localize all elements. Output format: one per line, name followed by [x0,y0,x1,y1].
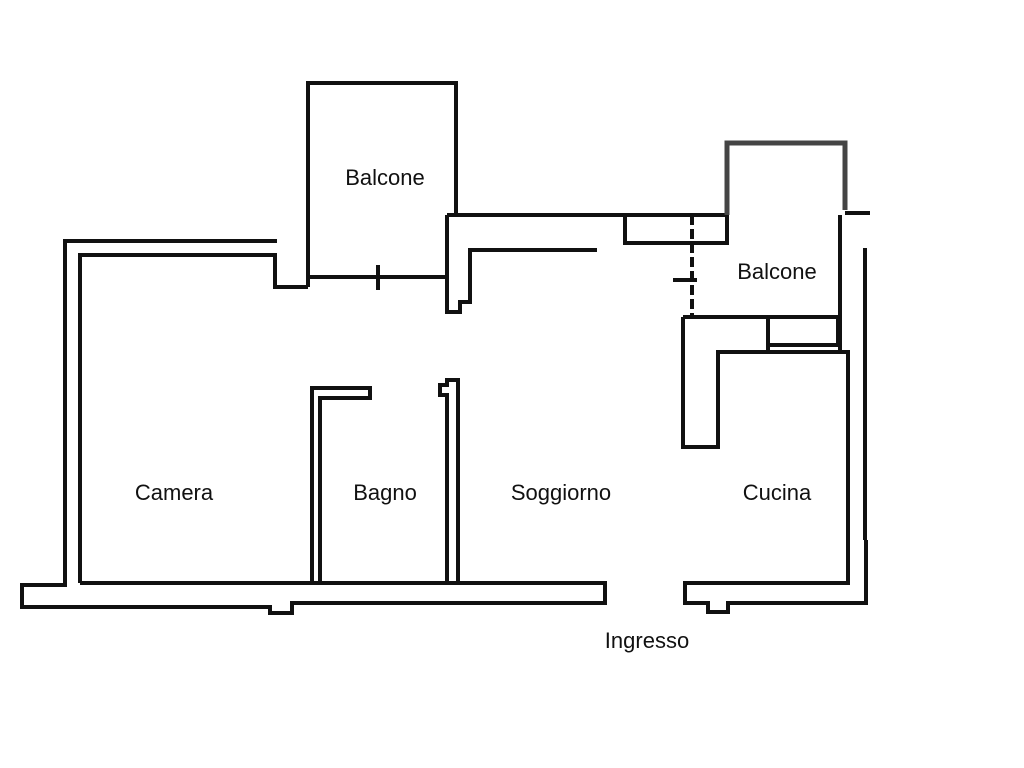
bathroom-right-wall [438,378,460,583]
room-label-camera: Camera [134,480,214,505]
upper-wall-top [447,213,729,245]
room-label-soggiorno: Soggiorno [510,480,612,505]
room-label-bagno: Bagno [353,480,417,505]
kitchen-wall [683,350,868,614]
bathroom-left-wall [310,386,372,583]
camera-outer-wall [63,239,277,587]
room-label-balcone-right: Balcone [737,259,817,284]
bottom-inner-wall [20,581,607,615]
room-label-ingresso: Ingresso [604,628,690,653]
room-label-cucina: Cucina [742,480,812,505]
balcony-right-railing [724,140,848,215]
kitchen-partition [681,315,770,449]
room-label-balcone-left: Balcone [345,165,425,190]
balcony-left-wall [306,81,458,287]
upper-wall-outer [445,215,597,314]
kitchen-window [768,315,840,347]
camera-inner-wall [78,253,308,583]
